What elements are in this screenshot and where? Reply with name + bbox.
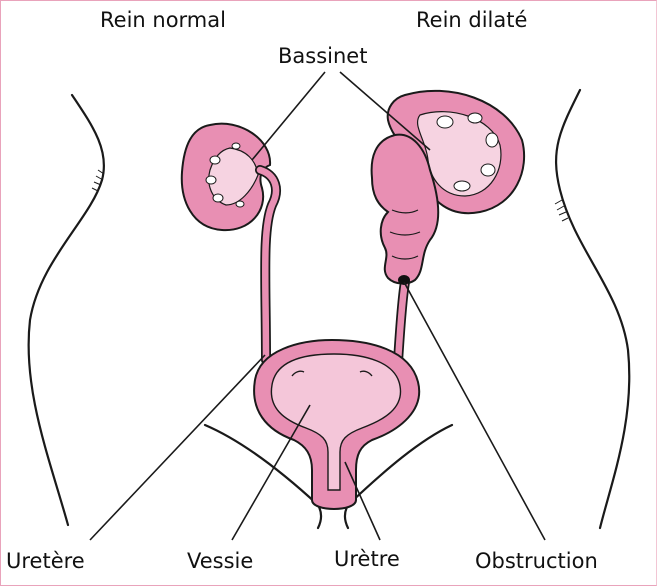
label-rein-normal: Rein normal [100,10,226,31]
torso-left-contour [29,95,104,525]
label-obstruction: Obstruction [475,551,598,572]
label-bassinet: Bassinet [278,46,367,67]
label-uretere: Uretère [6,551,85,572]
normal-kidney [182,124,270,230]
label-rein-dilate: Rein dilaté [416,10,527,31]
label-uretre: Urètre [334,549,400,570]
leader-uretere [90,355,265,540]
bladder [254,340,419,509]
leader-obstruction [404,282,545,540]
torso-right-contour [556,90,629,528]
leader-bassinet-normal [252,72,325,160]
label-vessie: Vessie [187,551,253,572]
